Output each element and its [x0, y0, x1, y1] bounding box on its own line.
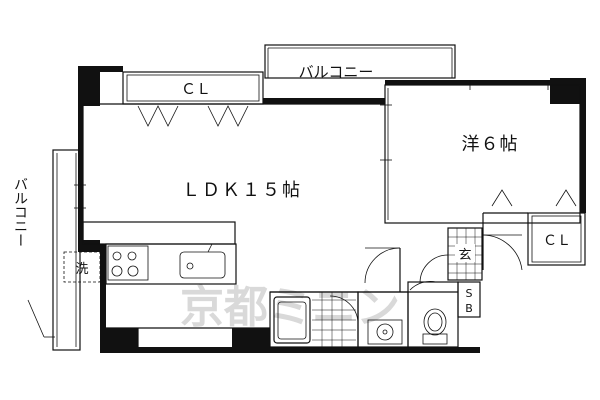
washroom [357, 291, 409, 348]
laundry-label: 洗 [75, 262, 88, 277]
balcony-top-label: バルコニー [299, 63, 374, 81]
toilet-icon [422, 308, 448, 345]
sink-icon [179, 243, 226, 279]
closet-top: ＣＬ [122, 71, 264, 127]
bathtub-icon [273, 296, 311, 344]
walls [78, 66, 586, 353]
closet-top-label: ＣＬ [181, 80, 211, 98]
toilet-room [407, 281, 459, 348]
shoe-box-label-b: B [465, 302, 473, 315]
ldk-label: ＬＤＫ１５帖 [182, 180, 302, 201]
entrance-label: 玄 [458, 248, 471, 263]
bathroom [269, 291, 359, 348]
shoe-box-label-s: S [466, 287, 473, 300]
ldk-room: ＬＤＫ１５帖 [74, 103, 385, 244]
balcony-left: バルコニー [12, 149, 81, 351]
basin-icon [367, 319, 403, 345]
western-room-label: 洋６帖 [462, 134, 519, 155]
closet-right: ＣＬ [482, 212, 586, 270]
entrance: 玄 S ＳＢ B [447, 227, 523, 318]
balcony-left-label: バルコニー [12, 177, 28, 247]
stove-icon [107, 245, 149, 281]
watermark: 京都ミニン [180, 282, 400, 333]
balcony-top: バルコニー [264, 44, 456, 81]
kitchen [82, 221, 237, 285]
laundry-space: 洗 [63, 251, 101, 283]
lower-hall [106, 327, 270, 347]
closet-right-label: ＣＬ [543, 233, 571, 249]
